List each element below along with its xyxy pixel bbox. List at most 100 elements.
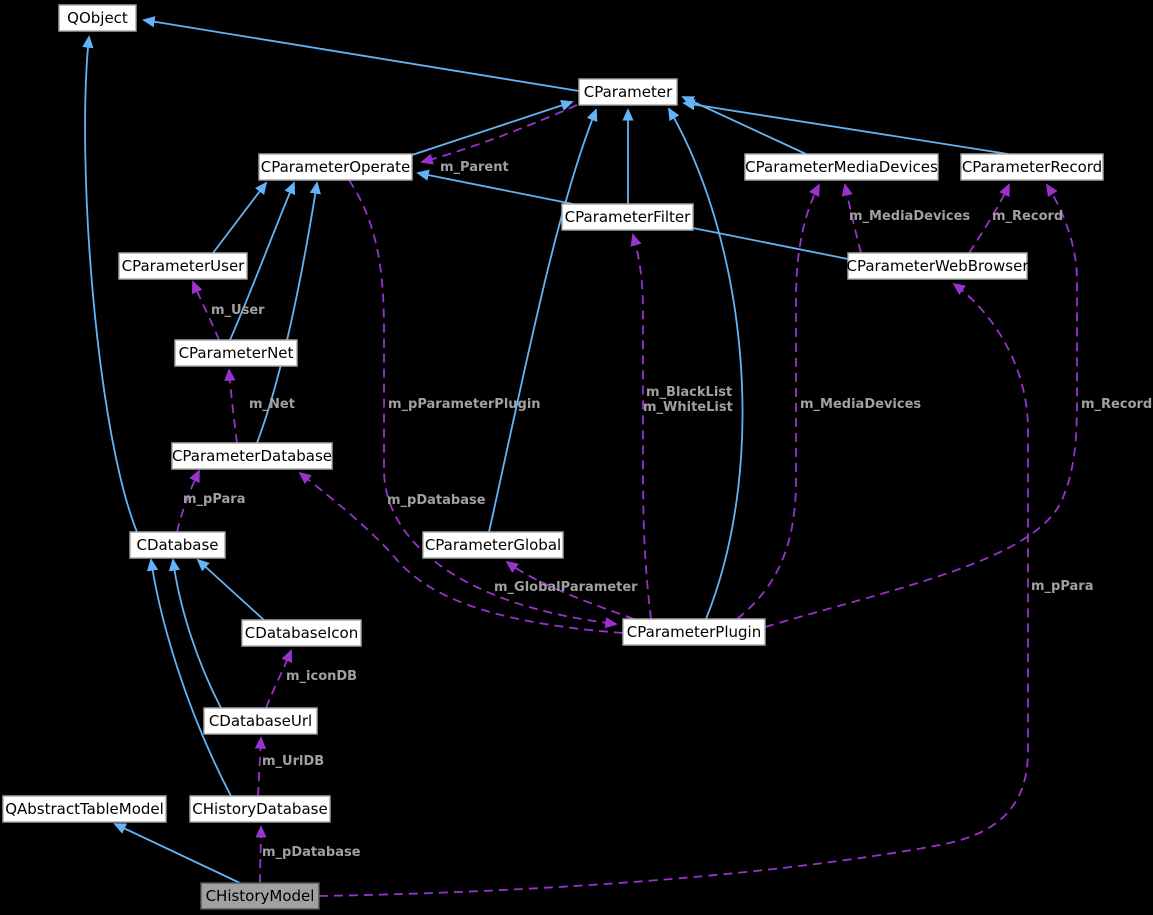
edge-label-m-ppara-right: m_pPara — [1031, 579, 1094, 594]
edge-label-m-pparameterplugin: m_pParameterPlugin — [388, 397, 541, 412]
node-box — [118, 252, 248, 280]
node-label: QObject — [67, 9, 128, 27]
node-box — [622, 618, 766, 646]
edge-inherit-cdatabaseicon-to-cdatabase — [196, 558, 265, 621]
node-cparameternet[interactable]: CParameterNet — [174, 339, 298, 367]
node-cparameterwebbrowser[interactable]: CParameterWebBrowser — [847, 252, 1030, 280]
edge-label-m-parent: m_Parent — [440, 160, 509, 175]
edge-label-m-user: m_User — [211, 303, 265, 318]
edge-usage-m-mediadevices-plugin — [736, 183, 820, 620]
edge-inherit-cparameterplugin-to-cparameter — [668, 107, 744, 620]
node-cparameterglobal[interactable]: CParameterGlobal — [422, 531, 564, 559]
node-cdatabase[interactable]: CDatabase — [129, 531, 226, 559]
node-label: CParameterNet — [179, 344, 294, 362]
node-box — [847, 252, 1028, 280]
edge-label-m-globalparameter: m_GlobalParameter — [494, 580, 638, 595]
node-box — [174, 339, 298, 367]
node-qobject[interactable]: QObject — [58, 4, 137, 32]
node-box — [171, 442, 333, 470]
edge-inherit-cdatabaseurl-to-cdatabase — [168, 558, 222, 709]
edge-label-m-record-mid: m_Record — [1081, 397, 1152, 412]
edge-inherit-cparameterrecord-to-cparameter — [682, 99, 1009, 155]
node-label: CParameterOperate — [261, 158, 411, 176]
node-qabstracttablemodel[interactable]: QAbstractTableModel — [2, 795, 167, 823]
node-label: CParameterDatabase — [172, 447, 332, 465]
edge-inherit-chistorydatabase-to-cdatabase — [146, 558, 232, 797]
edge-label-m-blacklist: m_BlackList — [646, 385, 732, 400]
node-box — [189, 795, 331, 823]
edge-label-m-mediadevices-mid: m_MediaDevices — [800, 397, 921, 412]
node-label: CDatabase — [136, 536, 218, 554]
node-label: CParameterUser — [122, 257, 246, 275]
node-label: CHistoryModel — [206, 887, 315, 905]
edge-label-m-net: m_Net — [249, 397, 295, 412]
node-box — [200, 882, 320, 910]
node-box — [744, 153, 939, 181]
edge-usage-m-globalparameter — [505, 560, 635, 620]
node-label: CParameterMediaDevices — [745, 158, 938, 176]
node-box — [578, 78, 678, 106]
node-box — [258, 153, 413, 181]
edge-usage-m-pparameterplugin — [348, 179, 618, 629]
node-cparametermediadevices[interactable]: CParameterMediaDevices — [744, 153, 939, 181]
edge-label-m-record-top: m_Record — [992, 209, 1063, 224]
edge-inherit-cparameteroperate-to-cparameter — [411, 99, 574, 156]
edge-label-m-ppara-left: m_pPara — [183, 492, 246, 507]
node-cparameteroperate[interactable]: CParameterOperate — [258, 153, 413, 181]
edge-usage-m-pdatabase-chistorymodel — [255, 825, 267, 884]
node-label: CParameterRecord — [962, 158, 1102, 176]
node-cdatabaseurl[interactable]: CDatabaseUrl — [203, 707, 318, 735]
node-cparameter[interactable]: CParameter — [578, 78, 678, 106]
edge-usage-m-blacklist-whitelist — [630, 233, 652, 620]
edge-inherit-cparameter-to-qobject — [142, 16, 580, 92]
node-box — [241, 619, 362, 647]
node-label: CParameterWebBrowser — [847, 257, 1030, 275]
edge-inherit-cdatabase-to-qobject — [82, 35, 138, 533]
node-chistorydatabase[interactable]: CHistoryDatabase — [189, 795, 331, 823]
node-box — [422, 531, 564, 559]
edge-usage-m-icondb — [265, 649, 293, 709]
node-cparameterplugin[interactable]: CParameterPlugin — [622, 618, 766, 646]
node-box — [129, 531, 226, 559]
node-label: QAbstractTableModel — [5, 800, 164, 818]
edge-usage-m-parent — [420, 104, 578, 165]
edge-label-m-icondb: m_iconDB — [286, 669, 357, 684]
node-box — [58, 4, 137, 32]
node-box — [2, 795, 167, 823]
node-box — [960, 153, 1104, 181]
edge-inherit-cparameteruser-to-cparameteroperate — [212, 181, 268, 254]
edge-label-m-mediadevices-top: m_MediaDevices — [849, 209, 970, 224]
edge-usage-m-mediadevices-webbrowser — [841, 183, 862, 254]
node-box — [203, 707, 318, 735]
node-box — [561, 203, 694, 231]
node-chistorymodel-current: CHistoryModel — [200, 882, 320, 910]
edge-label-m-whitelist: m_WhiteList — [643, 400, 733, 415]
node-label: CParameter — [584, 83, 673, 101]
edge-usage-m-ppara-chistorymodel — [318, 282, 1029, 897]
node-cdatabaseicon[interactable]: CDatabaseIcon — [241, 619, 362, 647]
node-cparameteruser[interactable]: CParameterUser — [118, 252, 248, 280]
node-cparameterfilter[interactable]: CParameterFilter — [561, 203, 694, 231]
edge-inherit-chistorymodel-to-qabstracttablemodel — [113, 823, 241, 884]
node-label: CParameterFilter — [565, 208, 691, 226]
edge-usage-m-record-webbrowser — [968, 183, 1010, 254]
edge-usage-m-pdatabase-plugin — [298, 471, 624, 634]
node-label: CHistoryDatabase — [192, 800, 327, 818]
edge-usage-m-record-plugin — [764, 183, 1078, 628]
node-cparameterdatabase[interactable]: CParameterDatabase — [171, 442, 333, 470]
edge-label-m-urldb: m_UrlDB — [262, 754, 324, 769]
edge-inherit-cparameternet-to-cparameteroperate — [229, 181, 295, 341]
edge-inherit-cparameterglobal-to-cparameter — [488, 108, 598, 533]
node-cparameterrecord[interactable]: CParameterRecord — [960, 153, 1104, 181]
node-label: CParameterPlugin — [627, 623, 761, 641]
edge-usage-m-user — [191, 280, 220, 341]
node-label: CDatabaseUrl — [209, 712, 312, 730]
edge-label-m-pdatabase-bottom: m_pDatabase — [262, 845, 361, 860]
edge-inherit-cparameterdatabase-to-cparameteroperate — [256, 181, 321, 444]
edge-usage-m-ppara-cdatabase — [176, 469, 200, 533]
edge-usage-m-urldb — [254, 736, 267, 797]
edge-usage-m-net — [224, 368, 238, 444]
node-label: CParameterGlobal — [425, 536, 561, 554]
